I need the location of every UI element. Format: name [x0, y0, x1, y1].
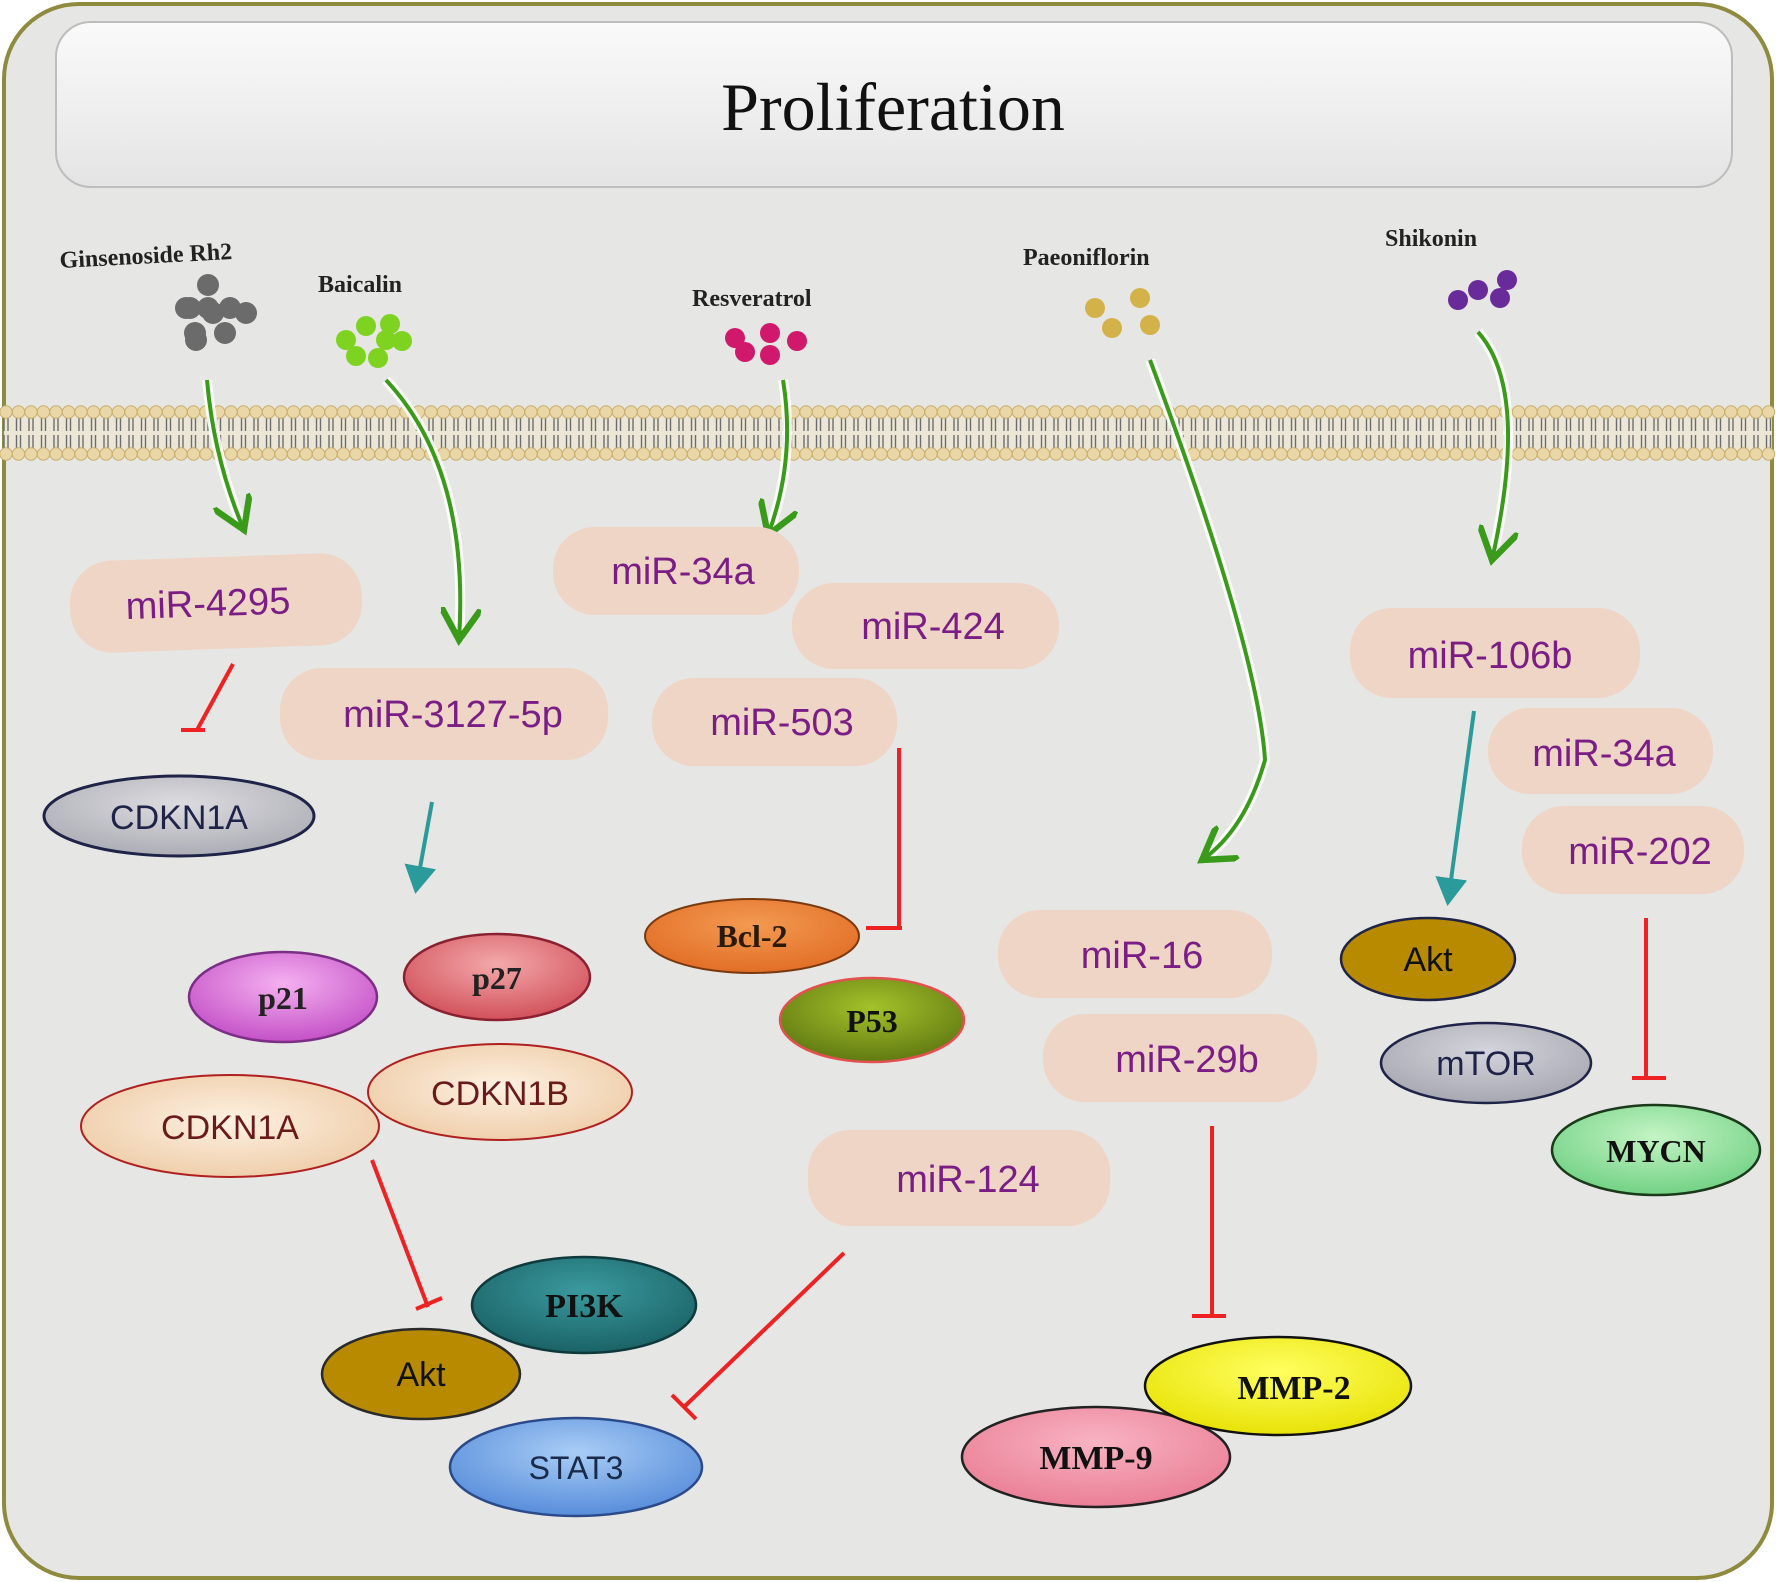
inhibit-mir29b-mmp2	[1192, 1126, 1226, 1318]
target-cdkn1a-top: CDKN1A	[42, 774, 316, 858]
target-label: MMP-2	[1237, 1370, 1350, 1407]
target-stat3: STAT3	[448, 1416, 704, 1518]
label-baicalin: Baicalin	[318, 272, 402, 298]
inhibit-mir124-stat3	[670, 1251, 846, 1421]
baicalin-dots	[336, 314, 412, 368]
mirna-mir-34a-resveratrol: miR-34a	[553, 527, 799, 615]
target-p21: p21	[187, 950, 379, 1044]
page-title: Proliferation	[721, 69, 1065, 145]
inhibit-mir202-mycn	[1632, 918, 1666, 1080]
mirna-label: miR-34a	[1532, 733, 1676, 775]
title-bar	[55, 21, 1733, 188]
paeoniflorin-dots	[1085, 288, 1160, 338]
mirna-mir-4295: miR-4295	[69, 553, 363, 653]
target-label: STAT3	[529, 1450, 624, 1486]
mirna-label: miR-4295	[125, 580, 291, 628]
mirna-label: miR-124	[896, 1159, 1040, 1201]
ginsenoside-dots	[175, 274, 257, 351]
resveratrol-dots	[725, 323, 807, 365]
target-label: mTOR	[1436, 1045, 1535, 1083]
label-shikonin: Shikonin	[1385, 226, 1477, 252]
target-p53: P53	[778, 976, 966, 1064]
target-pi3k: PI3K	[470, 1255, 698, 1355]
label-resveratrol: Resveratrol	[692, 286, 812, 312]
target-label: p27	[472, 960, 522, 996]
mirna-label: miR-16	[1081, 935, 1203, 977]
target-bcl2: Bcl-2	[644, 898, 860, 974]
mirna-mir-124: miR-124	[808, 1130, 1110, 1226]
mirna-label: miR-202	[1568, 831, 1712, 873]
mirna-mir-424: miR-424	[792, 583, 1059, 669]
mirna-boxes: miR-4295 miR-3127-5p miR-34a miR-424 miR…	[69, 527, 1744, 1226]
mirna-label: miR-424	[861, 606, 1005, 648]
mirna-label: miR-106b	[1408, 635, 1573, 677]
target-label: CDKN1B	[431, 1075, 569, 1113]
target-label: MYCN	[1606, 1133, 1706, 1169]
mirna-mir-202: miR-202	[1522, 806, 1744, 894]
mirna-mir-3127-5p: miR-3127-5p	[280, 668, 608, 760]
target-label: CDKN1A	[161, 1109, 299, 1147]
targets: CDKN1A p21 p27 CDKN1B CDKN1A PI3K Akt S	[42, 774, 1762, 1518]
mirna-mir-34a-shikonin: miR-34a	[1488, 708, 1713, 794]
mirna-mir-16: miR-16	[998, 910, 1272, 998]
arrow-mir3127-p21p27	[404, 801, 437, 894]
target-label: PI3K	[545, 1288, 623, 1325]
target-cdkn1a: CDKN1A	[80, 1074, 380, 1178]
target-mmp9: MMP-9	[960, 1405, 1232, 1509]
target-label: CDKN1A	[110, 799, 248, 837]
target-p27: p27	[402, 932, 592, 1022]
downstream-arrows	[404, 710, 1476, 906]
arrow-mir106b-akt	[1435, 710, 1476, 906]
mirna-mir-29b: miR-29b	[1043, 1014, 1317, 1102]
target-label: P53	[846, 1003, 898, 1039]
shikonin-dots	[1448, 270, 1517, 310]
mirna-label: miR-3127-5p	[343, 694, 563, 736]
label-paeoniflorin: Paeoniflorin	[1023, 245, 1150, 271]
target-label: p21	[258, 980, 308, 1016]
target-akt-left: Akt	[320, 1327, 522, 1421]
cell-membrane	[0, 405, 1776, 461]
target-mmp2: MMP-2	[1143, 1335, 1413, 1437]
inhibit-mir503-bcl2	[866, 748, 902, 930]
mirna-mir-106b: miR-106b	[1350, 608, 1640, 698]
mirna-label: miR-34a	[611, 551, 755, 593]
inhibit-cdkn1a-akt	[370, 1159, 443, 1311]
mirna-label: miR-503	[710, 702, 854, 744]
mirna-label: miR-29b	[1115, 1039, 1259, 1081]
inhibit-mir4295-cdkn1a	[181, 663, 235, 732]
target-label: Akt	[1403, 941, 1453, 979]
mirna-mir-503: miR-503	[652, 678, 897, 766]
target-mtor: mTOR	[1379, 1021, 1593, 1105]
activation-arrows	[202, 328, 1508, 865]
target-label: Bcl-2	[716, 918, 787, 954]
target-cdkn1b: CDKN1B	[367, 1043, 633, 1141]
inhibition-lines	[181, 663, 1666, 1421]
target-label: MMP-9	[1039, 1440, 1152, 1477]
target-label: Akt	[396, 1356, 446, 1394]
target-mycn: MYCN	[1550, 1103, 1762, 1197]
target-akt-right: Akt	[1339, 916, 1517, 1002]
